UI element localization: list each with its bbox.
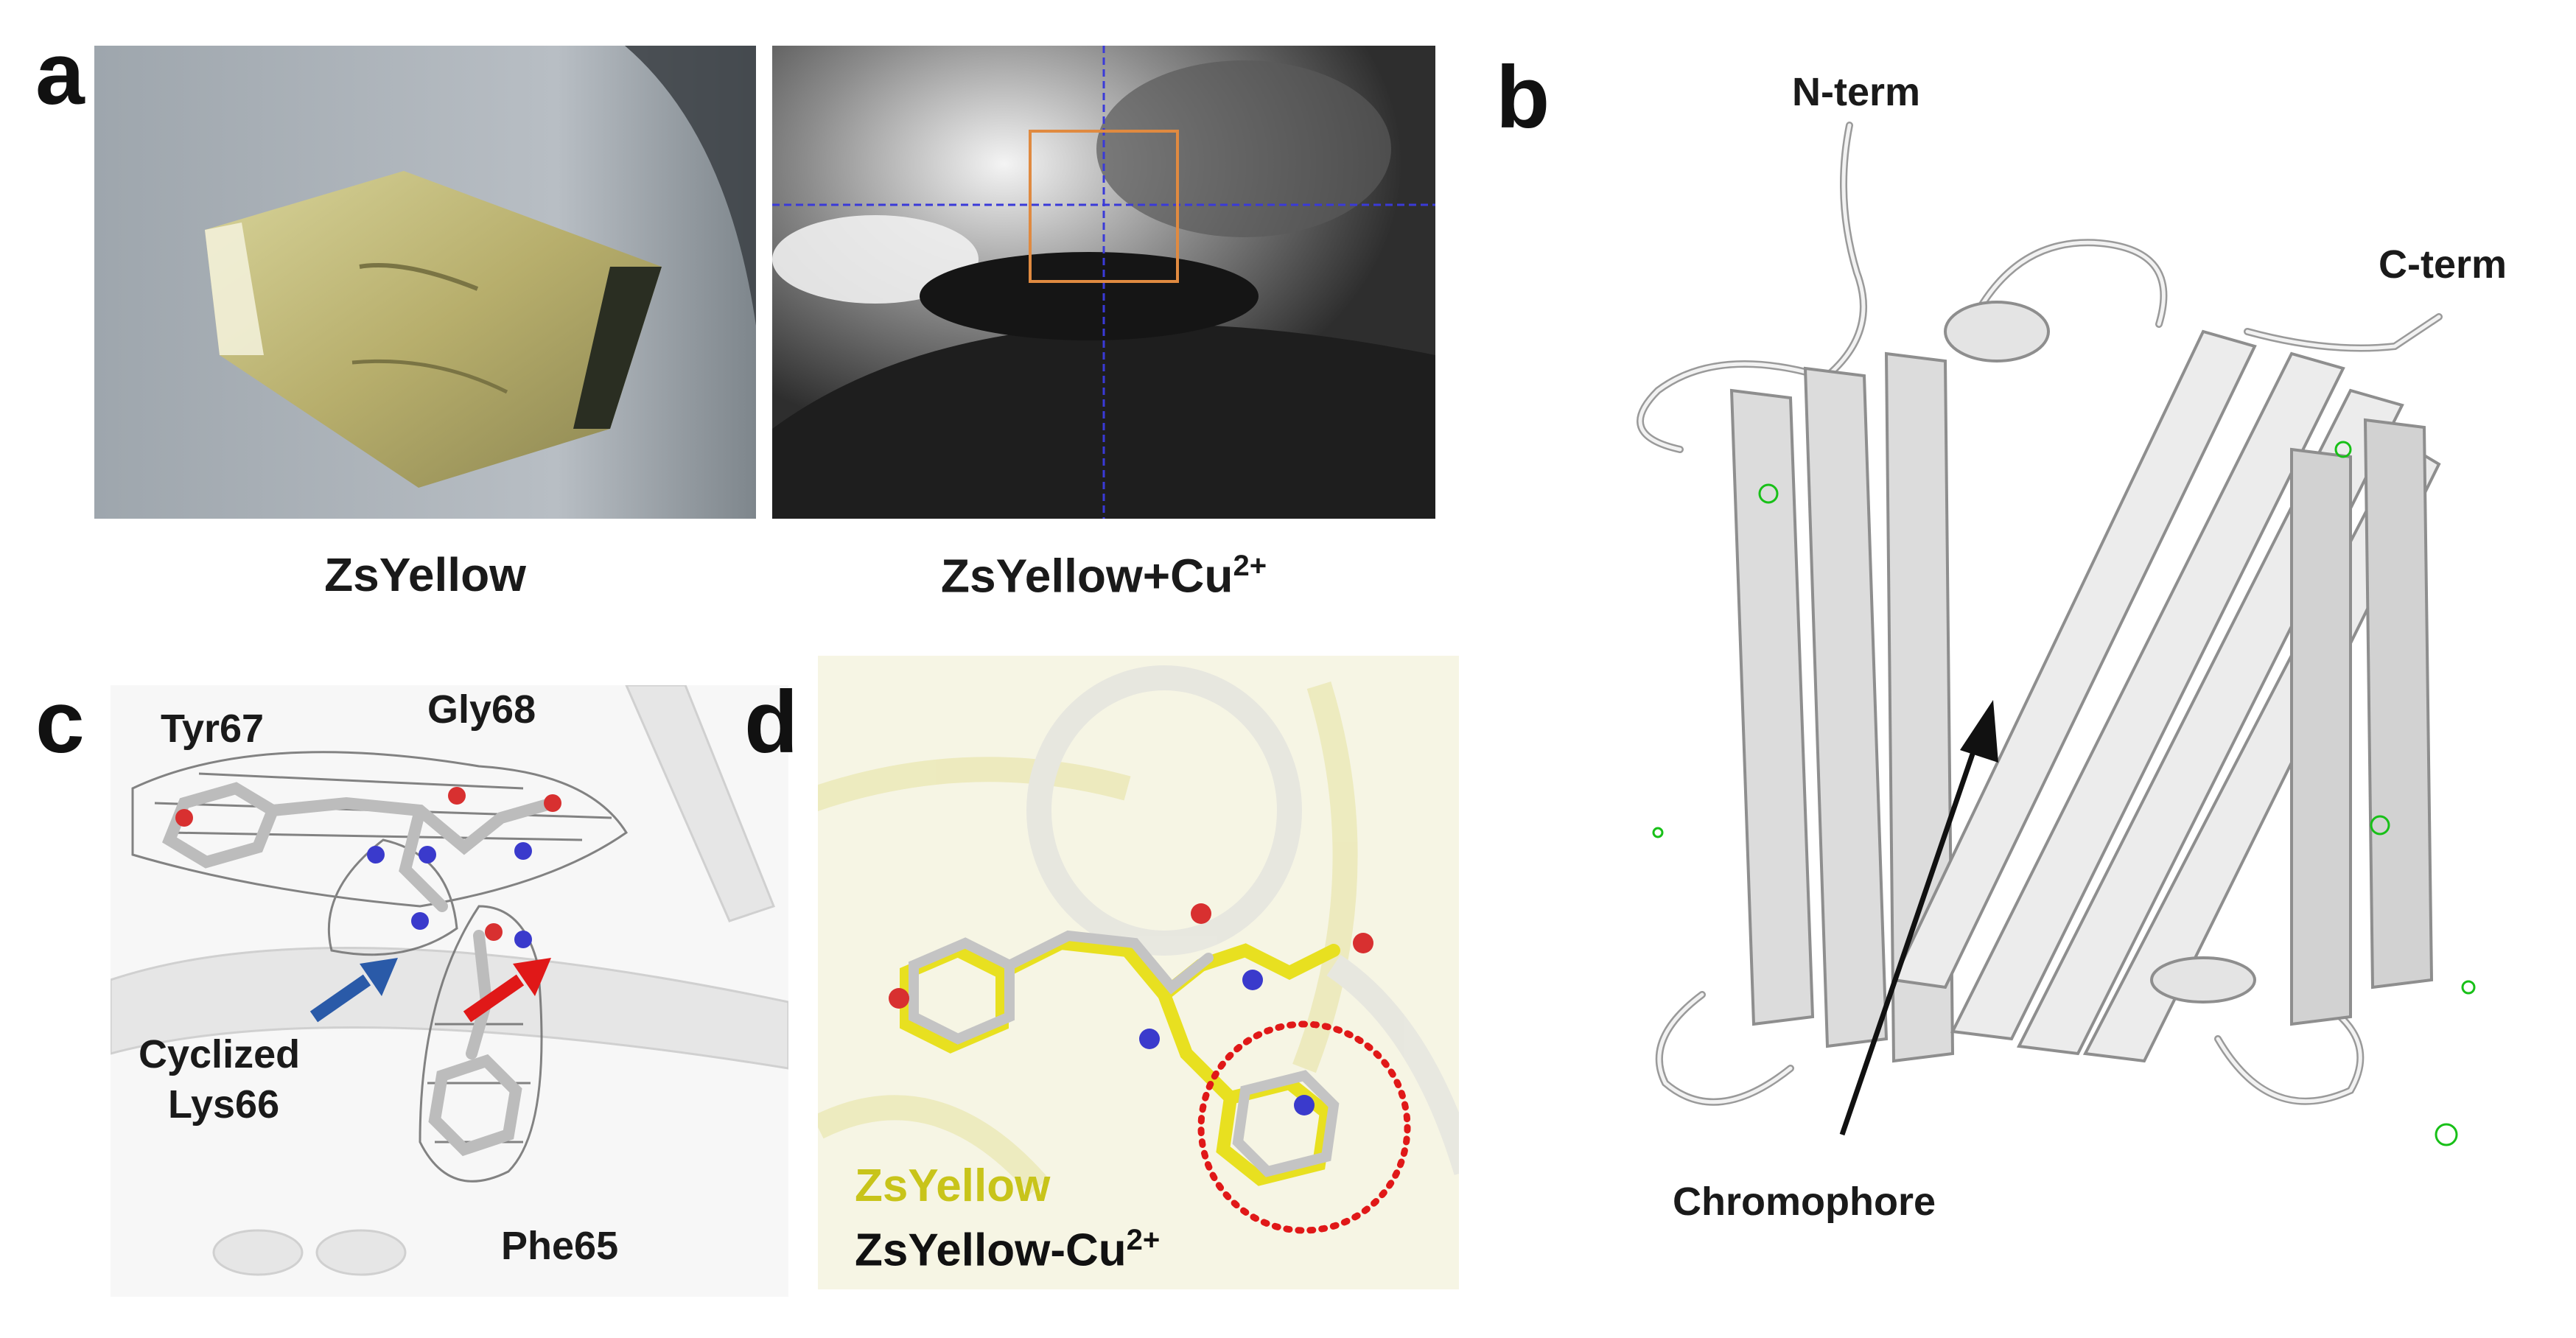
beta-barrel-structure	[1569, 111, 2542, 1260]
label-c-term: C-term	[2379, 242, 2507, 287]
caption-zsyellow-cu-main: ZsYellow+Cu	[940, 549, 1233, 603]
label-phe65: Phe65	[501, 1224, 619, 1268]
red-arrow	[461, 950, 557, 1024]
label-cyclized: Cyclized	[139, 1032, 301, 1076]
panel-letter-a: a	[35, 24, 85, 123]
label-n-term: N-term	[1792, 70, 1921, 114]
crystal-photo-zsyellow	[94, 46, 756, 519]
legend-zsyellow-cu-main: ZsYellow-Cu	[855, 1225, 1127, 1276]
caption-zsyellow: ZsYellow	[324, 548, 526, 601]
legend-zsyellow: ZsYellow	[855, 1160, 1051, 1211]
blue-arrow	[308, 950, 404, 1024]
caption-zsyellow-cu-sup: 2+	[1233, 550, 1267, 582]
legend-zsyellow-cu-sup: 2+	[1126, 1224, 1161, 1256]
caption-zsyellow-cu: ZsYellow+Cu2+	[772, 551, 1435, 599]
panel-letter-b: b	[1496, 48, 1550, 147]
label-lys66: Lys66	[168, 1082, 280, 1127]
electron-density-map	[111, 685, 788, 1297]
chromophore-superposition	[818, 656, 1459, 1289]
label-tyr67: Tyr67	[161, 707, 265, 751]
label-gly68: Gly68	[427, 687, 536, 732]
panel-letter-d: d	[744, 673, 799, 771]
chromophore-arrow	[1827, 693, 2012, 1149]
label-chromophore: Chromophore	[1673, 1180, 1936, 1224]
crystal-photo-zsyellow-cu	[772, 46, 1435, 519]
legend-zsyellow-cu: ZsYellow-Cu2+	[855, 1223, 1160, 1277]
panel-letter-c: c	[35, 673, 85, 771]
